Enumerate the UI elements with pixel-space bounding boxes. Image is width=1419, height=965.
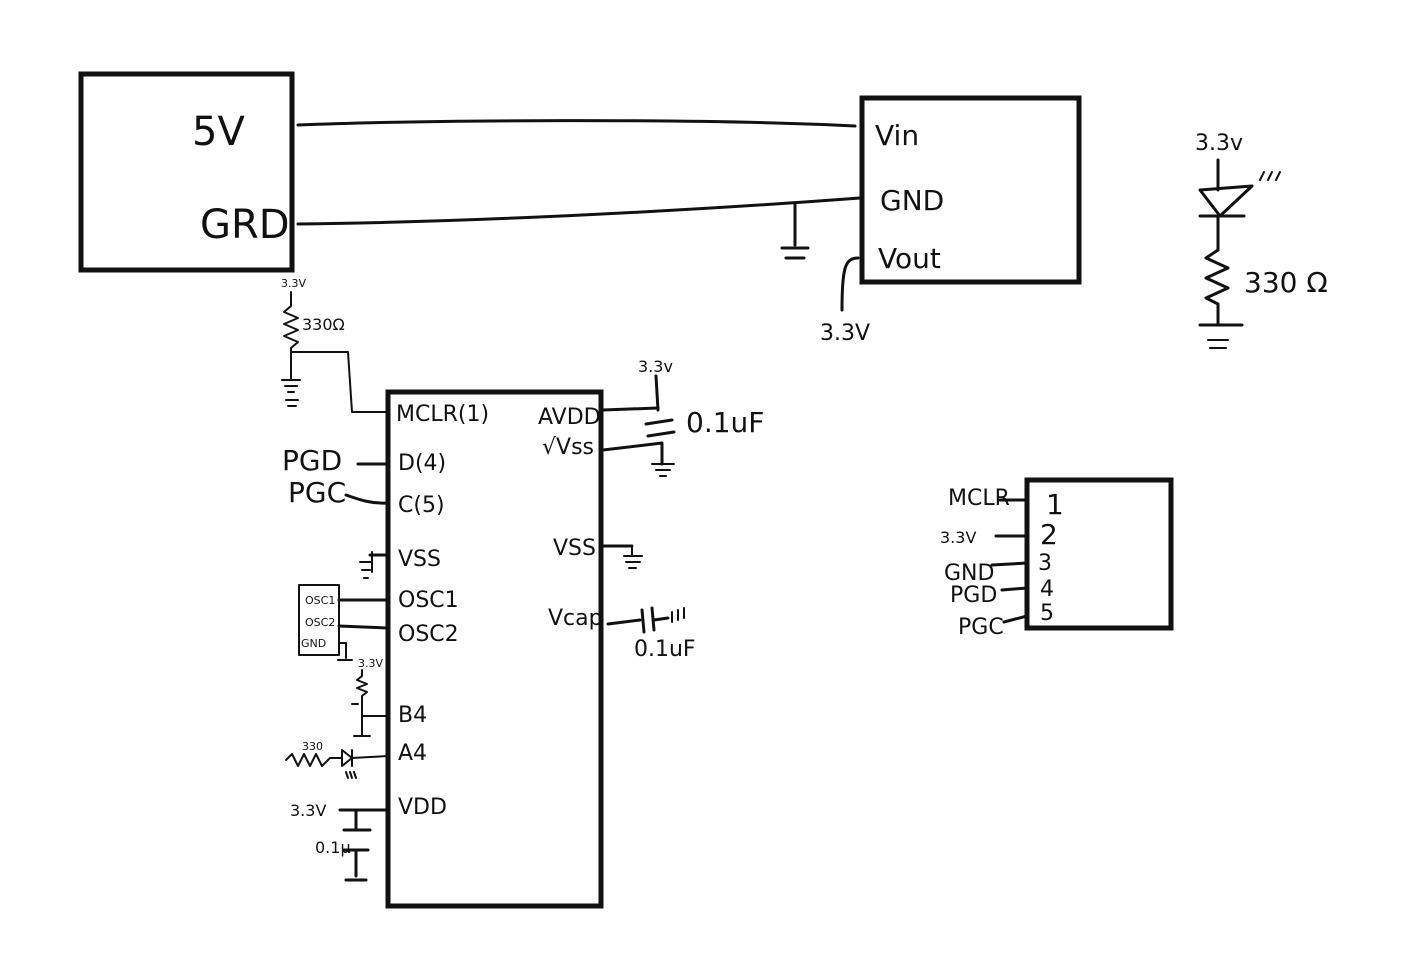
a4-led-resistor: 330 [302,740,323,753]
mclr-pullup-resistor: 330Ω [302,315,345,334]
supply-5v-label: 5V [192,109,245,155]
avdd-voltage: 3.3v [638,357,673,376]
vcap-capacitor: 0.1uF [606,606,696,662]
pin-avss: √Vss [542,435,594,460]
microcontroller: MCLR(1) D(4) C(5) VSS OSC1 OSC2 B4 A4 VD… [385,389,604,909]
vdd-decoupling: 3.3V 0.1μ [290,801,390,882]
ground-symbol [780,203,810,260]
pin-vdd: VDD [398,795,447,820]
resistor-icon [356,669,389,717]
led-light-icon [1259,171,1281,181]
pin-avdd: AVDD [538,405,601,430]
oscillator-box [298,584,340,656]
capacitor-icon [342,808,372,882]
wire-gnd-to-gnd [296,196,862,226]
led-diode-icon [1198,184,1254,218]
wire-pgc [344,493,390,505]
header-pin-4: 4 [1040,577,1054,602]
header-pin-2: 2 [1040,518,1058,551]
regulator-gnd-label: GND [880,184,944,217]
pin-b4: B4 [398,703,427,728]
wire-osc2 [337,624,390,630]
regulator-vin-label: Vin [875,119,919,152]
wire-5v-to-vin [296,119,857,128]
ground-icon [651,463,675,477]
wire-avdd [601,406,660,412]
avdd-cap-value: 0.1uF [686,406,764,439]
ground-icon [281,351,301,407]
ground-icon [359,551,373,579]
vdd-voltage: 3.3V [290,801,326,820]
wire-mclr [290,351,389,413]
capacitor-icon [606,606,670,634]
mclr-pullup: 3.3V 330Ω [281,277,389,413]
led-light-icon [345,771,357,779]
vout-voltage-label: 3.3V [820,321,870,346]
header-signal-mclr: MCLR [948,486,1010,511]
pin-osc2: OSC2 [398,622,459,647]
header-signal-pgd: PGD [950,583,997,608]
oscillator-pin2: OSC2 [305,616,335,629]
pin-vcap: Vcap [548,606,603,631]
pin-d4: D(4) [398,451,446,476]
regulator-vout-label: Vout [878,242,941,275]
voltage-regulator: Vin GND Vout [859,95,1082,285]
ground-icon [337,642,353,661]
oscillator-module: OSC1 OSC2 GND [298,584,390,661]
pin-vss-left: VSS [398,547,441,572]
wire-avdd-vcc [654,374,660,412]
a4-led: 330 [285,740,389,779]
power-supply-box [78,71,295,273]
power-led-indicator: 3.3v 330 Ω [1195,131,1328,349]
header-signal-gnd: GND [944,561,994,586]
power-supply: 5V GRD [78,71,295,273]
pin-mclr: MCLR(1) [396,402,489,427]
capacitor-icon [644,418,676,438]
wire-avss [601,441,664,466]
pin-vss-right: VSS [553,536,596,561]
header-pin-3: 3 [1038,551,1052,576]
vcap-value: 0.1uF [634,637,696,662]
resistor-icon [285,753,343,767]
header-box [1024,477,1174,631]
pgc-label: PGC [288,476,346,509]
ground-icon [623,545,643,569]
supply-gnd-label: GRD [200,202,290,248]
resistor-icon [1204,214,1230,327]
resistor-icon [283,291,299,353]
wire-vout [840,256,860,312]
ground-icon [671,607,685,623]
power-led-voltage: 3.3v [1195,131,1243,156]
header-signal-pgc: PGC [958,615,1004,640]
header-pin-5: 5 [1040,601,1054,626]
pin-c5: C(5) [398,493,445,518]
pin-osc1: OSC1 [398,588,459,613]
mcu-box [385,389,604,909]
led-diode-icon [341,749,353,767]
header-pin-1: 1 [1046,488,1064,521]
programming-header: 1 2 3 4 5 MCLR 3.3V GND PGD PGC [940,477,1174,640]
mclr-pullup-voltage: 3.3V [281,277,306,290]
switch-icon [351,703,371,737]
ground-icon [1207,339,1229,349]
vdd-cap-value: 0.1μ [315,838,351,857]
b4-pullup: 3.3V [351,657,389,737]
oscillator-pin3: GND [301,637,326,650]
avdd-decoupling: 3.3v 0.1uF [601,357,764,477]
oscillator-pin1: OSC1 [305,594,335,607]
pgd-label: PGD [282,444,342,477]
b4-pullup-voltage: 3.3V [358,657,383,670]
regulator-box [859,95,1082,285]
pin-a4: A4 [398,741,427,766]
power-led-resistor: 330 Ω [1244,266,1328,299]
header-signal-3v3: 3.3V [940,528,976,547]
